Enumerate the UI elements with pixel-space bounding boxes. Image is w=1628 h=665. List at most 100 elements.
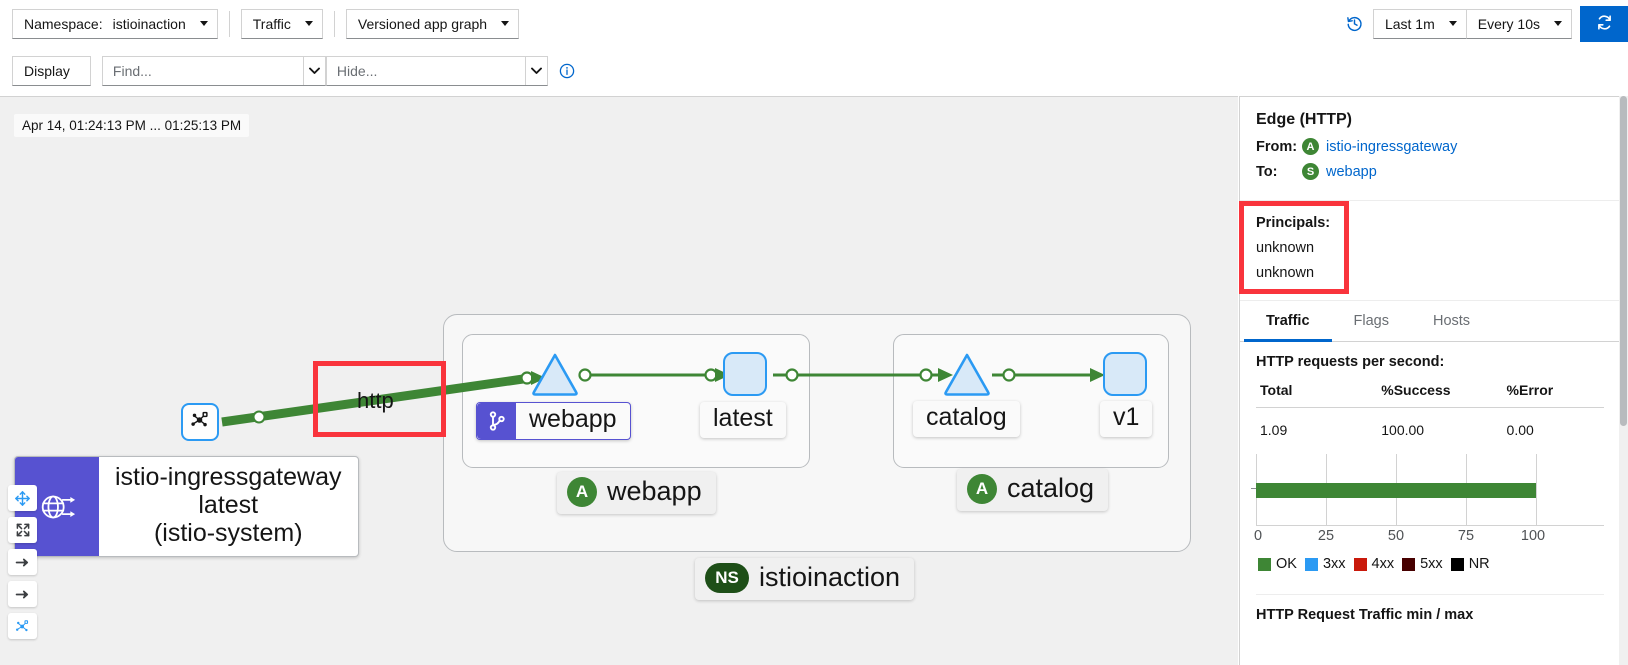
principal-value: unknown <box>1256 240 1315 256</box>
traffic-select[interactable]: Traffic <box>240 8 323 39</box>
info-circle-icon[interactable] <box>559 63 575 79</box>
chevron-down-icon <box>199 21 208 26</box>
tab-hosts[interactable]: Hosts <box>1432 313 1471 329</box>
graph-control-fit-to-screen[interactable] <box>8 517 37 543</box>
node-label-text: webapp <box>529 405 617 433</box>
legend-label: 3xx <box>1322 556 1346 572</box>
gateway-label-text: istio-ingressgateway latest (istio-syste… <box>99 457 358 556</box>
graph-type-select[interactable]: Versioned app graph <box>345 8 520 39</box>
chevron-down-icon <box>1554 21 1562 26</box>
metrics-title: HTTP requests per second: <box>1256 354 1445 370</box>
app-badge-icon: A <box>567 476 597 507</box>
legend-swatch-4xx <box>1353 557 1367 571</box>
graph-controls <box>8 485 37 639</box>
find-input-group[interactable]: Find... <box>101 56 326 86</box>
group-label-namespace[interactable]: NS istioinaction <box>695 558 915 600</box>
node-label-istio-ingressgateway[interactable]: istio-ingressgateway latest (istio-syste… <box>14 456 359 557</box>
legend-item-5xx[interactable]: 5xx <box>1402 556 1443 572</box>
scrollbar-thumb[interactable] <box>1620 96 1627 426</box>
group-label-text: istioinaction <box>759 562 901 592</box>
refresh-icon <box>1596 14 1613 34</box>
xtick-50: 50 <box>1387 528 1405 544</box>
response-code-bar-chart: 0 25 50 75 100 OK 3xx 4xx <box>1240 438 1620 572</box>
node-label-catalog-service[interactable]: catalog <box>913 401 1020 437</box>
legend-label: 4xx <box>1371 556 1395 572</box>
group-label-app-webapp[interactable]: A webapp <box>557 472 716 514</box>
tab-flags[interactable]: Flags <box>1353 313 1389 329</box>
secondary-toolbar: Display Find... Hide... <box>0 47 1628 123</box>
from-node-link[interactable]: istio-ingressgateway <box>1326 138 1458 155</box>
cell-error: 0.00 <box>1506 422 1534 438</box>
panel-divider-1 <box>1240 200 1620 201</box>
graph-control-zoom-out-step[interactable] <box>8 581 37 607</box>
col-total: Total <box>1256 382 1382 408</box>
node-label-text: catalog <box>926 403 1007 431</box>
time-range-select[interactable]: Last 1m <box>1372 8 1467 39</box>
panel-title: Edge (HTTP) <box>1256 111 1352 128</box>
node-workload-latest[interactable] <box>723 352 767 396</box>
node-label-webapp-service[interactable]: webapp <box>476 402 631 440</box>
legend-label: OK <box>1276 556 1297 572</box>
display-menu-button[interactable]: Display <box>12 56 91 86</box>
node-workload-v1[interactable] <box>1103 352 1147 396</box>
panel-scrollbar[interactable] <box>1619 96 1628 665</box>
code-branch-icon <box>477 403 516 439</box>
primary-toolbar: Namespace: istioinaction Traffic Version… <box>0 0 1628 47</box>
node-label-latest[interactable]: latest <box>700 402 786 438</box>
chevron-down-icon <box>1448 21 1457 26</box>
edge-detail-panel: Edge (HTTP) From: A istio-ingressgateway… <box>1239 96 1620 665</box>
x-axis-line <box>1256 525 1604 526</box>
cell-total: 1.09 <box>1260 422 1288 438</box>
toolbar-divider-1 <box>228 10 230 37</box>
legend-item-4xx[interactable]: 4xx <box>1353 556 1395 572</box>
node-label-v1[interactable]: v1 <box>1100 401 1153 437</box>
refresh-interval-select[interactable]: Every 10s <box>1465 8 1572 39</box>
hide-input[interactable]: Hide... <box>336 63 378 79</box>
group-label-app-catalog[interactable]: A catalog <box>957 469 1109 511</box>
legend-item-3xx[interactable]: 3xx <box>1304 556 1346 572</box>
find-dropdown-toggle[interactable] <box>302 57 325 85</box>
namespace-value: istioinaction <box>112 15 186 32</box>
y-axis-tick <box>1251 488 1256 489</box>
node-istio-ingressgateway[interactable] <box>181 403 219 441</box>
http-rps-table: Total %Success %Error 1.09 100.00 0.00 <box>1256 382 1604 438</box>
legend-label: 5xx <box>1420 556 1443 572</box>
principals-label: Principals: <box>1256 215 1331 231</box>
node-service-catalog[interactable] <box>943 352 991 401</box>
chevron-down-icon <box>501 21 510 26</box>
toolbar-right-group: Last 1m Every 10s <box>1346 0 1628 47</box>
namespace-select[interactable]: Namespace: istioinaction <box>12 8 218 39</box>
chart-legend: OK 3xx 4xx 5xx NR <box>1256 556 1604 572</box>
node-service-webapp[interactable] <box>531 352 579 401</box>
graph-control-zoom-in-step[interactable] <box>8 549 37 575</box>
refresh-button[interactable] <box>1580 5 1628 42</box>
legend-swatch-ok <box>1258 557 1271 571</box>
graph-control-layout-toggle[interactable] <box>8 613 37 639</box>
legend-label: NR <box>1468 556 1490 572</box>
refresh-interval-label: Every 10s <box>1477 15 1540 32</box>
edge-from-row: From: A istio-ingressgateway <box>1256 138 1604 155</box>
to-node-link[interactable]: webapp <box>1326 163 1377 180</box>
hide-dropdown-toggle[interactable] <box>524 57 547 85</box>
principals-section: Principals: unknown unknown <box>1240 201 1620 300</box>
principal-value: unknown <box>1256 265 1315 281</box>
service-badge-icon: S <box>1302 163 1319 180</box>
hide-input-group[interactable]: Hide... <box>325 56 548 86</box>
gateway-line-2: latest <box>198 491 259 519</box>
legend-item-ok[interactable]: OK <box>1258 556 1297 572</box>
legend-item-nr[interactable]: NR <box>1450 556 1490 572</box>
from-label: From: <box>1256 138 1298 155</box>
table-header-row: Total %Success %Error <box>1256 382 1604 408</box>
namespace-label: Namespace: <box>24 15 103 32</box>
history-icon[interactable] <box>1346 15 1363 32</box>
traffic-label: Traffic <box>252 15 291 32</box>
find-input[interactable]: Find... <box>112 63 152 79</box>
panel-tabs: Traffic Flags Hosts <box>1240 301 1620 342</box>
graph-control-drag-toggle[interactable] <box>8 485 37 511</box>
panel-divider-3 <box>1256 594 1604 595</box>
topology-graph-canvas[interactable]: Apr 14, 01:24:13 PM ... 01:25:13 PM <box>0 96 1238 665</box>
tab-traffic[interactable]: Traffic <box>1244 301 1332 342</box>
time-range-label: Last 1m <box>1384 15 1435 32</box>
gateway-line-3: (istio-system) <box>153 519 303 547</box>
